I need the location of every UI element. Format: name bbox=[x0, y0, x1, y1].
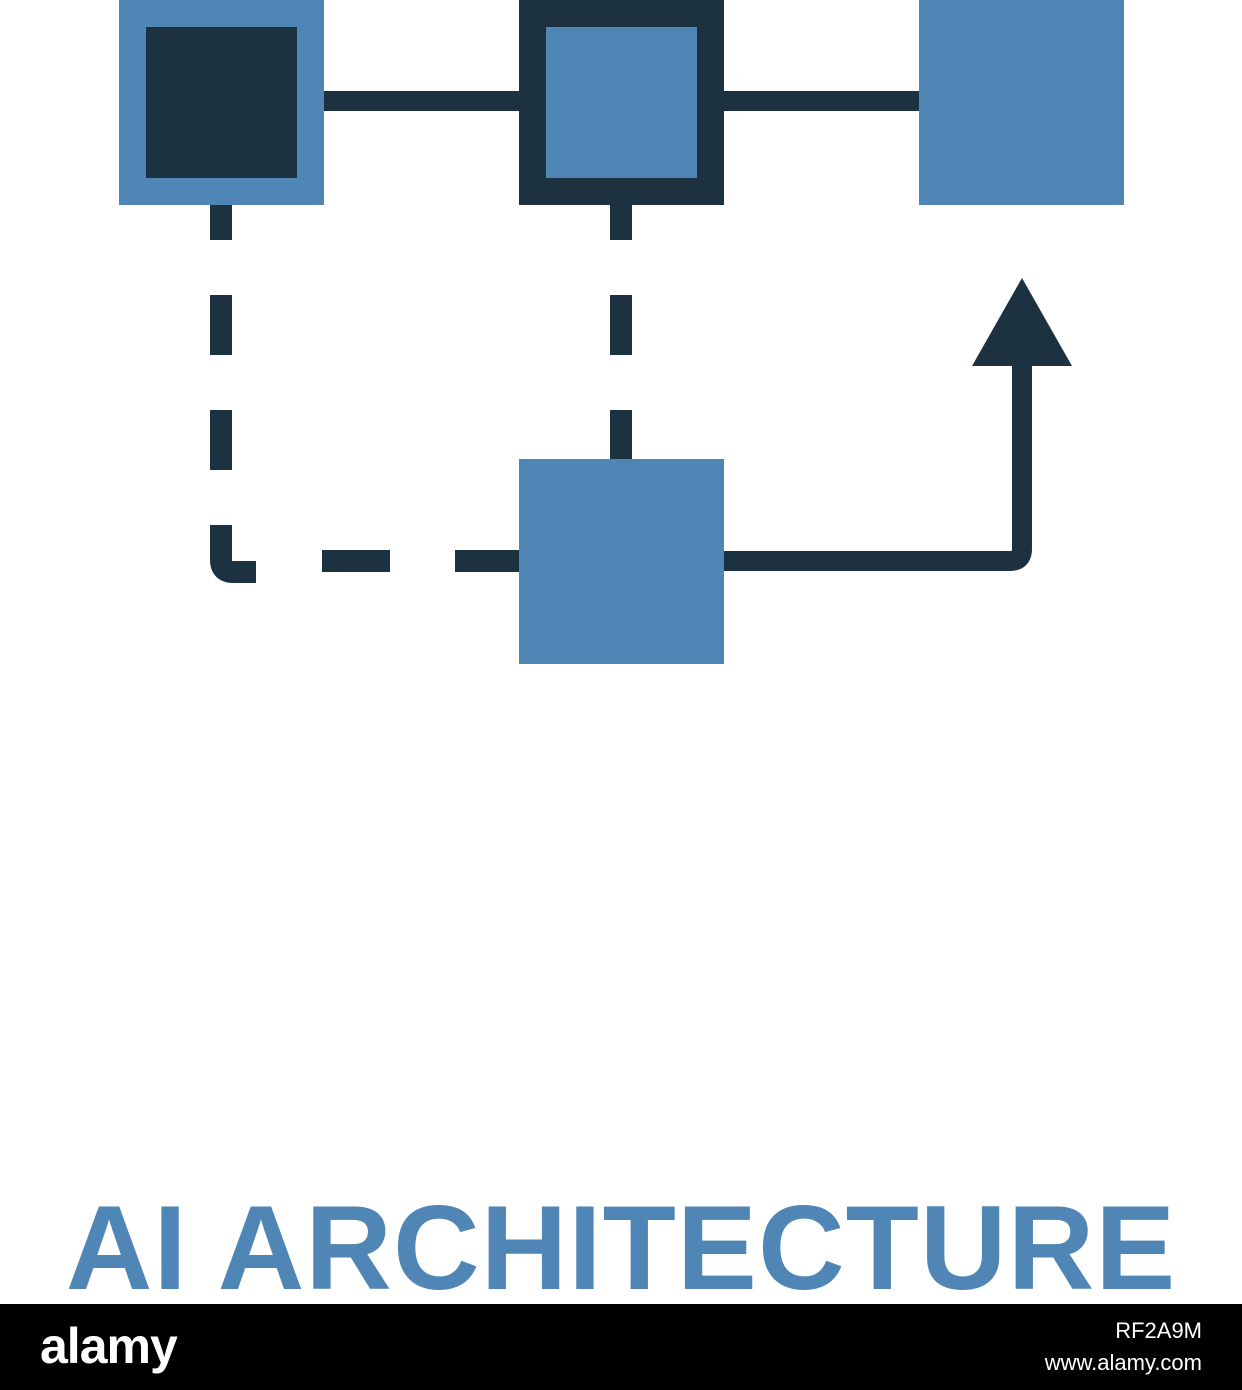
connector-lines bbox=[210, 91, 1072, 583]
arrow-connector bbox=[712, 358, 1032, 571]
dashed-connector-left-vertical bbox=[210, 205, 256, 583]
flowchart-icon bbox=[119, 0, 1124, 664]
footer-bar: alamy RF2A9M www.alamy.com bbox=[0, 1304, 1242, 1390]
icon-caption: AI ARCHITECTURE bbox=[65, 1181, 1177, 1315]
image-id: RF2A9M bbox=[1115, 1318, 1202, 1343]
alamy-logo: alamy bbox=[40, 1318, 178, 1374]
node-bottom bbox=[519, 459, 724, 664]
node-top-middle bbox=[519, 0, 724, 205]
ai-architecture-icon bbox=[119, 0, 1124, 664]
arrow-head-icon bbox=[972, 278, 1072, 366]
node-top-left bbox=[119, 0, 324, 205]
site-url: www.alamy.com bbox=[1044, 1350, 1202, 1375]
node-top-right bbox=[919, 0, 1124, 205]
